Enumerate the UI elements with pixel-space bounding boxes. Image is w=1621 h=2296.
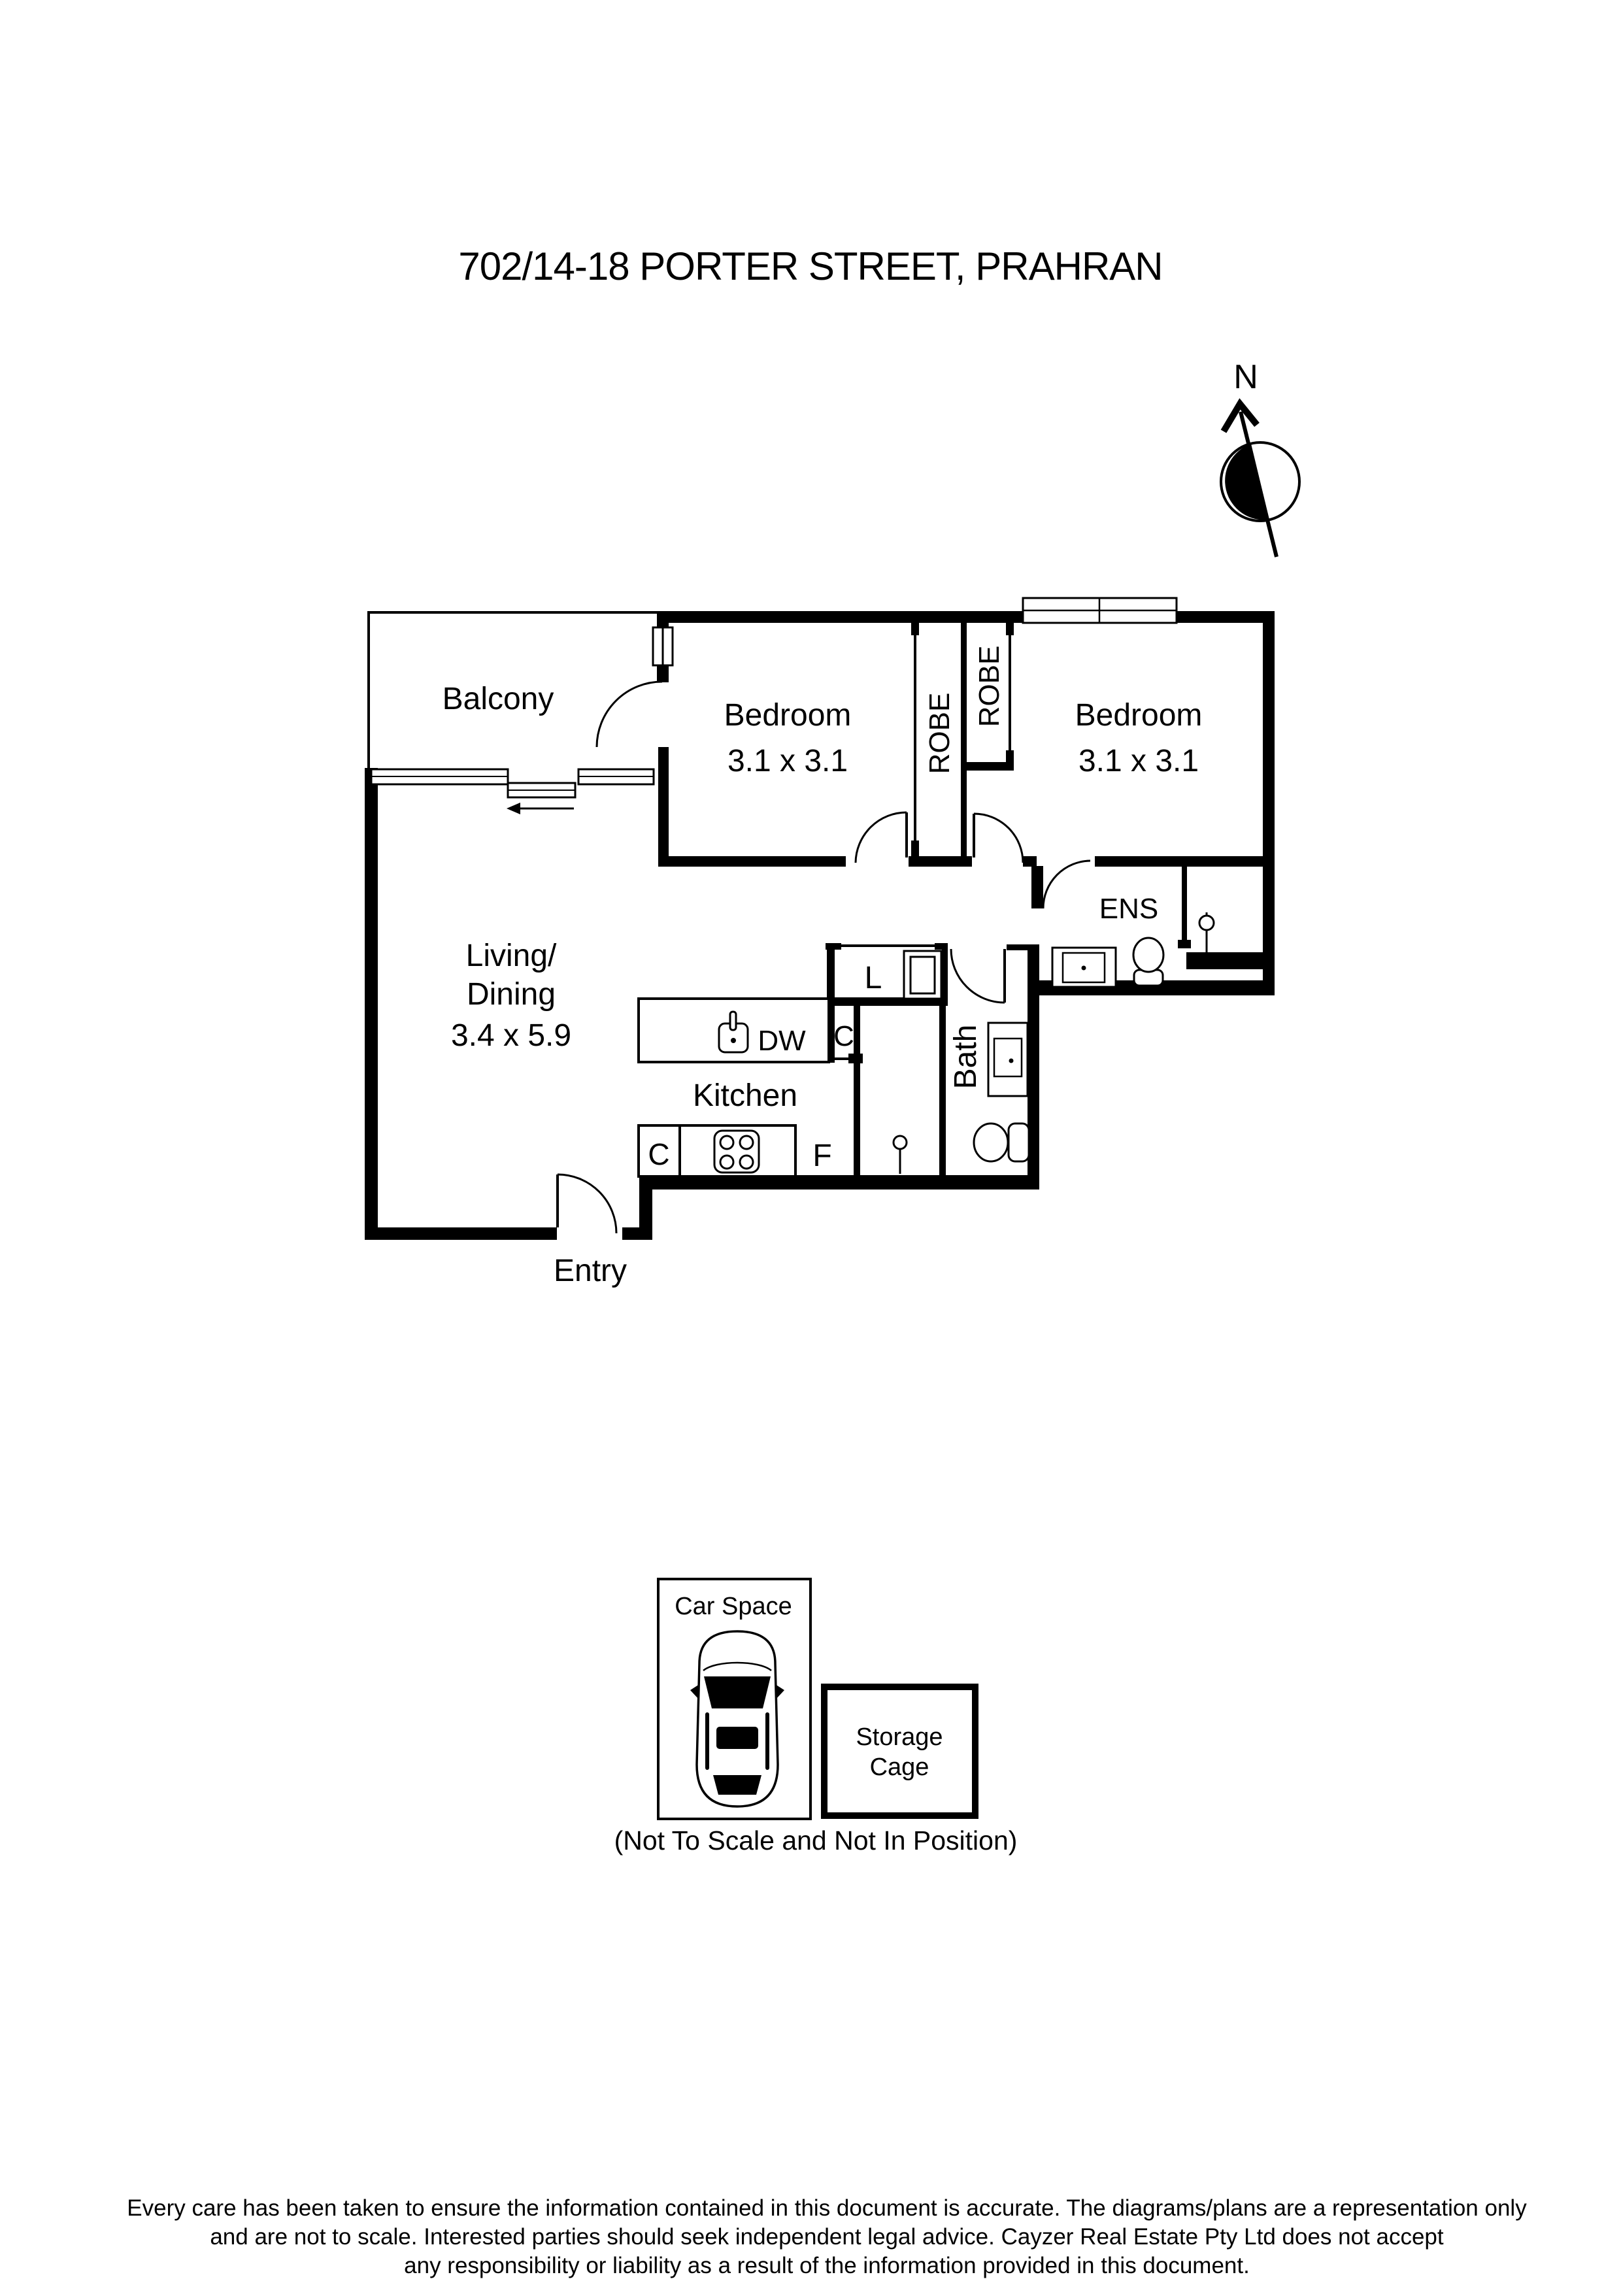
wall [657, 665, 669, 682]
sink-icon [718, 1010, 749, 1054]
bath-label: Bath [948, 1025, 983, 1090]
thin-walls [367, 611, 1011, 1060]
car-mirror-left [690, 1684, 699, 1700]
bath-fixtures [892, 1022, 1030, 1174]
wall [1031, 866, 1043, 908]
bedroom2-window [1022, 597, 1178, 624]
shower-head-icon [892, 1135, 908, 1174]
north-label: N [1233, 358, 1258, 396]
bath-toilet-icon [973, 1122, 1030, 1163]
scale-note: (Not To Scale and Not In Position) [614, 1825, 1018, 1855]
ens-door [1042, 859, 1091, 909]
balcony-sliding-door [370, 768, 655, 799]
wall [658, 856, 846, 867]
wall [1006, 620, 1014, 635]
dishwasher-label: DW [758, 1025, 806, 1057]
wall [909, 856, 972, 867]
car-space: Car Space [657, 1578, 812, 1820]
car-mirror-right [775, 1684, 784, 1700]
living-label-1: Living/ [466, 939, 557, 973]
laundry-label: L [865, 961, 882, 995]
storage-cage-label-1: Storage [856, 1723, 943, 1751]
doors [556, 626, 1091, 1234]
cupboard-lower-label: C [648, 1137, 669, 1171]
compass-half-fill [1225, 444, 1269, 520]
wall [1023, 856, 1037, 867]
disclaimer-line-3: any responsibility or liability as a res… [404, 2253, 1250, 2278]
wall [939, 1005, 946, 1176]
bedroom2-door [973, 812, 1024, 863]
page-title: 702/14-18 PORTER STREET, PRAHRAN [458, 244, 1162, 288]
bath-door [950, 948, 1006, 1004]
disclaimer-line-1: Every care has been taken to ensure the … [127, 2195, 1527, 2221]
wall [1182, 863, 1187, 944]
compass-arrowhead [1220, 398, 1260, 433]
wall [365, 768, 378, 1240]
wall [1186, 952, 1265, 969]
bedroom1-dims: 3.1 x 3.1 [727, 744, 848, 778]
room-labels: Balcony Bedroom 3.1 x 3.1 Bedroom 3.1 x … [443, 646, 1203, 1288]
cupboard-upper-label: C [833, 1020, 854, 1052]
north-compass-icon: N [1220, 358, 1301, 557]
wall [942, 943, 948, 1002]
fridge-label: F [812, 1139, 831, 1173]
storage-cage-box [821, 1684, 978, 1819]
balcony-door [595, 626, 674, 748]
compass-circle [1220, 441, 1301, 522]
disclaimer: Every care has been taken to ensure the … [127, 2195, 1527, 2278]
ens-shower-head-icon [1198, 912, 1215, 952]
storage-cage: Storage Cage [821, 1684, 978, 1819]
entry-door [556, 1173, 618, 1234]
ens-vanity-icon [1051, 946, 1117, 988]
living-label-2: Dining [467, 977, 556, 1012]
wall [962, 762, 1014, 771]
wall [657, 611, 1023, 623]
kitchen-fixtures [637, 950, 943, 1178]
wall [657, 611, 669, 628]
wall [639, 1175, 1039, 1190]
car-icon [690, 1630, 784, 1808]
car-space-label: Car Space [675, 1593, 792, 1620]
ens-toilet-icon [1132, 937, 1165, 987]
ensuite-fixtures [1051, 912, 1215, 988]
stove-icon [713, 1129, 760, 1174]
wall [367, 1227, 557, 1240]
wall [1007, 944, 1028, 950]
wall [1028, 944, 1039, 1190]
wall [1177, 611, 1275, 623]
bath-vanity-icon [987, 1022, 1029, 1097]
robe1-label: ROBE [924, 693, 956, 774]
storage-cage-label-2: Cage [870, 1754, 929, 1781]
bedroom2-dims: 3.1 x 3.1 [1078, 744, 1199, 778]
wall [961, 620, 967, 856]
wall [639, 1175, 652, 1240]
wall [854, 999, 860, 1175]
bedroom1-label: Bedroom [724, 698, 852, 733]
disclaimer-line-2: and are not to scale. Interested parties… [210, 2224, 1444, 2250]
ens-label: ENS [1099, 893, 1158, 925]
living-dims: 3.4 x 5.9 [451, 1018, 571, 1053]
slide-direction-arrow-icon [507, 803, 574, 814]
balcony-label: Balcony [443, 682, 554, 716]
entry-label: Entry [554, 1254, 627, 1288]
bedroom2-label: Bedroom [1075, 698, 1203, 733]
robe2-label: ROBE [973, 646, 1005, 727]
kitchen-label: Kitchen [693, 1078, 797, 1113]
wall [1178, 940, 1191, 948]
wall [1263, 611, 1275, 995]
windows [370, 597, 1178, 814]
wall [658, 747, 669, 867]
bedroom1-door [854, 811, 908, 863]
wall [1095, 856, 1275, 867]
washer-icon [903, 950, 943, 1000]
